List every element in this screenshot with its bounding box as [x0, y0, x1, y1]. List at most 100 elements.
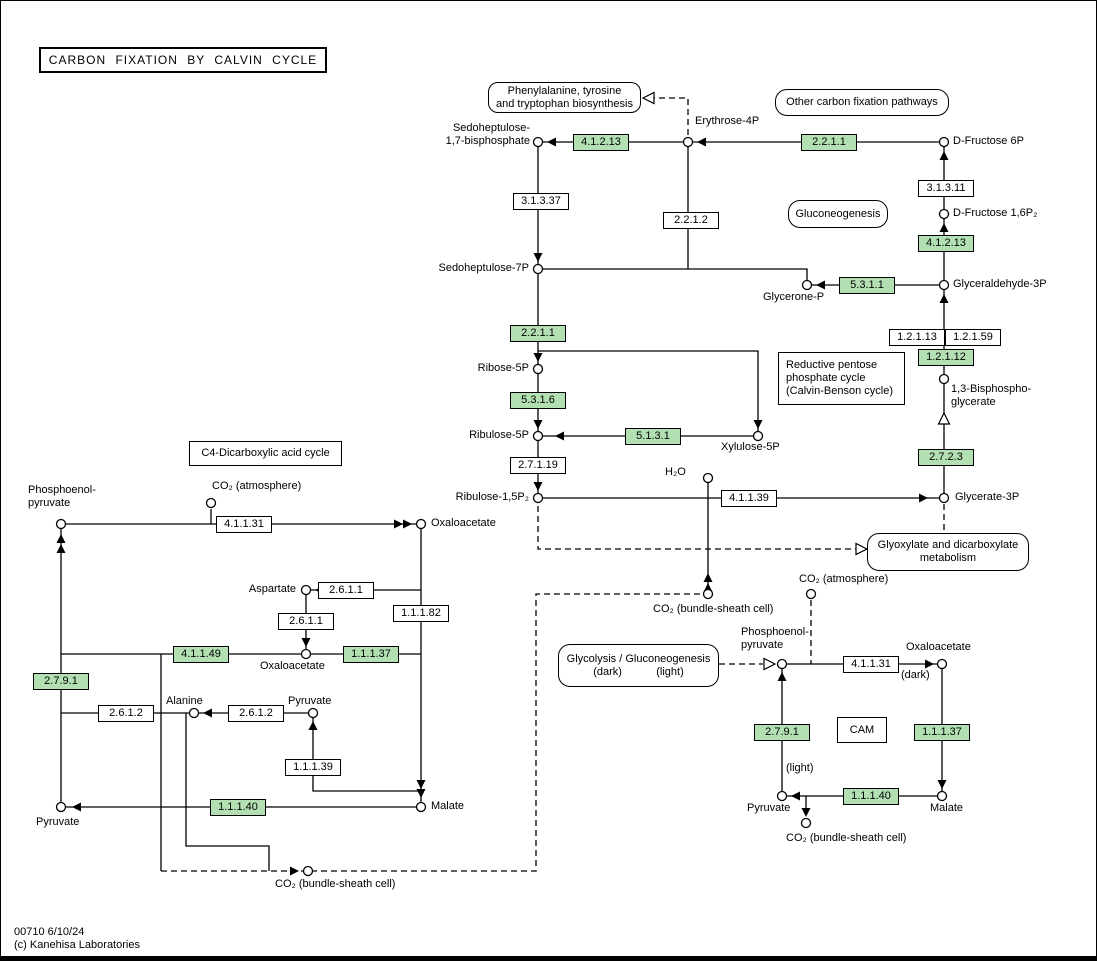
enzyme-1-1-1-40[interactable]: 1.1.1.40 — [843, 788, 899, 805]
compound-node[interactable] — [800, 817, 812, 829]
glycolysis-label: Glycolysis / Gluconeogenesis — [566, 652, 711, 665]
enzyme-1-1-1-82[interactable]: 1.1.1.82 — [393, 605, 449, 622]
compound-node[interactable] — [752, 430, 764, 442]
pathway-link-other-carbon-fixation[interactable]: Other carbon fixation pathways — [775, 89, 949, 116]
compound-label-pyruvate-2: Pyruvate — [288, 695, 332, 707]
arrowheads — [56, 137, 949, 876]
pathway-link-glyoxylate-dicarboxylate-metabolism[interactable]: Glyoxylate and dicarboxylate metabolism — [867, 533, 1029, 571]
enzyme-4-1-1-31[interactable]: 4.1.1.31 — [216, 516, 272, 533]
map-id-and-date: 00710 6/10/24 — [14, 926, 85, 938]
enzyme-2-2-1-1[interactable]: 2.2.1.1 — [510, 325, 566, 342]
compound-node[interactable] — [302, 865, 314, 877]
enzyme-2-2-1-1[interactable]: 2.2.1.1 — [801, 134, 857, 151]
enzyme-1-2-1-13[interactable]: 1.2.1.13 — [889, 329, 945, 346]
enzyme-4-1-1-31[interactable]: 4.1.1.31 — [843, 656, 899, 673]
compound-node[interactable] — [532, 263, 544, 275]
enzyme-2-6-1-1[interactable]: 2.6.1.1 — [278, 613, 334, 630]
enzyme-2-7-1-19[interactable]: 2.7.1.19 — [510, 457, 566, 474]
open-arrowheads — [641, 91, 951, 671]
compound-label-oxaloacetate-2: Oxaloacetate — [260, 660, 325, 672]
compound-node[interactable] — [938, 136, 950, 148]
glycolysis-modes: (dark) (light) — [559, 666, 718, 679]
glycolysis-light-label: (light) — [656, 665, 684, 678]
compound-label-oxaloacetate: Oxaloacetate — [431, 517, 496, 529]
compound-node[interactable] — [938, 373, 950, 385]
enzyme-5-3-1-1[interactable]: 5.3.1.1 — [839, 277, 895, 294]
compound-label-glyceraldehyde-3p: Glyceraldehyde-3P — [953, 278, 1047, 290]
compound-node[interactable] — [300, 584, 312, 596]
enzyme-1-1-1-37[interactable]: 1.1.1.37 — [343, 646, 399, 663]
compound-node[interactable] — [532, 363, 544, 375]
enzyme-2-6-1-2[interactable]: 2.6.1.2 — [98, 705, 154, 722]
compound-node[interactable] — [936, 658, 948, 670]
compound-node[interactable] — [188, 707, 200, 719]
compound-node[interactable] — [776, 658, 788, 670]
compound-label-pyruvate: Pyruvate — [36, 816, 80, 828]
compound-node[interactable] — [300, 648, 312, 660]
enzyme-2-7-2-3[interactable]: 2.7.2.3 — [918, 449, 974, 466]
compound-node[interactable] — [936, 790, 948, 802]
compound-label-malate-2: Malate — [930, 802, 964, 814]
compound-label-ribulose-5p: Ribulose-5P — [469, 429, 529, 441]
compound-node[interactable] — [415, 801, 427, 813]
compound-node[interactable] — [938, 492, 950, 504]
compound-node[interactable] — [532, 430, 544, 442]
enzyme-2-2-1-2[interactable]: 2.2.1.2 — [663, 212, 719, 229]
enzyme-3-1-3-11[interactable]: 3.1.3.11 — [918, 180, 974, 197]
enzyme-4-1-2-13[interactable]: 4.1.2.13 — [573, 134, 629, 151]
enzyme-1-2-1-59[interactable]: 1.2.1.59 — [945, 329, 1001, 346]
enzyme-3-1-3-37[interactable]: 3.1.3.37 — [513, 193, 569, 210]
annotation-c4-dicarboxylic-acid-cycle: C4-Dicarboxylic acid cycle — [189, 441, 342, 466]
enzyme-5-3-1-6[interactable]: 5.3.1.6 — [510, 392, 566, 409]
enzyme-4-1-1-39[interactable]: 4.1.1.39 — [721, 490, 777, 507]
enzyme-4-1-2-13[interactable]: 4.1.2.13 — [918, 235, 974, 252]
pathway-link-phe-tyr-trp-biosynthesis[interactable]: Phenylalanine, tyrosine and tryptophan b… — [488, 82, 641, 113]
pathway-link-gluconeogenesis[interactable]: Gluconeogenesis — [788, 200, 888, 228]
compound-node[interactable] — [776, 790, 788, 802]
enzyme-1-1-1-40[interactable]: 1.1.1.40 — [210, 799, 266, 816]
enzyme-2-7-9-1[interactable]: 2.7.9.1 — [754, 724, 810, 741]
compound-node[interactable] — [532, 492, 544, 504]
compound-label-sedoheptulose-17-bisphosphate: Sedoheptulose- 1,7-bisphosphate — [445, 122, 530, 147]
compound-node[interactable] — [307, 707, 319, 719]
compound-label-co2-bundle-sheath: CO₂ (bundle-sheath cell) — [275, 878, 396, 890]
compound-node[interactable] — [532, 136, 544, 148]
compound-node[interactable] — [205, 497, 217, 509]
compound-label-oxaloacetate-3: Oxaloacetate — [906, 641, 971, 653]
enzyme-1-1-1-37[interactable]: 1.1.1.37 — [914, 724, 970, 741]
compound-node[interactable] — [55, 801, 67, 813]
compound-node[interactable] — [805, 588, 817, 600]
compound-label-glycerone-p: Glycerone-P — [763, 291, 825, 303]
enzyme-1-2-1-12[interactable]: 1.2.1.12 — [918, 349, 974, 366]
compound-node[interactable] — [938, 279, 950, 291]
compound-label-malate: Malate — [431, 800, 465, 812]
glycolysis-dark-label: (dark) — [593, 665, 622, 678]
enzyme-2-6-1-1[interactable]: 2.6.1.1 — [318, 582, 374, 599]
label-light: (light) — [786, 762, 814, 774]
compound-node[interactable] — [702, 588, 714, 600]
compound-node[interactable] — [682, 136, 694, 148]
map-title-box: CARBON FIXATION BY CALVIN CYCLE — [39, 47, 327, 73]
compound-label-phosphoenolpyruvate-2: Phosphoenol- pyruvate — [741, 626, 809, 651]
compound-label-d-fructose-16p2: D-Fructose 1,6P₂ — [953, 207, 1038, 219]
compound-label-glycerate-3p: Glycerate-3P — [955, 491, 1020, 503]
compound-label-co2-atmosphere: CO₂ (atmosphere) — [212, 480, 302, 492]
enzyme-1-1-1-39[interactable]: 1.1.1.39 — [285, 759, 341, 776]
compound-node[interactable] — [415, 518, 427, 530]
compound-label-ribulose-15p2: Ribulose-1,5P₂ — [455, 491, 529, 503]
compound-node[interactable] — [702, 472, 714, 484]
enzyme-2-6-1-2[interactable]: 2.6.1.2 — [228, 705, 284, 722]
compound-label-13-bisphosphoglycerate: 1,3-Bisphospho- glycerate — [951, 383, 1032, 408]
compound-label-sedoheptulose-7p: Sedoheptulose-7P — [438, 262, 529, 274]
pathway-link-glycolysis-gluconeogenesis[interactable]: Glycolysis / Gluconeogenesis (dark) (lig… — [558, 644, 719, 687]
annotation-cam: CAM — [837, 717, 887, 743]
compound-node[interactable] — [55, 518, 67, 530]
compound-node[interactable] — [801, 279, 813, 291]
annotation-reductive-pentose-phosphate-cycle: Reductive pentose phosphate cycle (Calvi… — [778, 352, 905, 405]
enzyme-2-7-9-1[interactable]: 2.7.9.1 — [33, 673, 89, 690]
compound-node[interactable] — [938, 208, 950, 220]
enzyme-4-1-1-49[interactable]: 4.1.1.49 — [173, 646, 229, 663]
enzyme-5-1-3-1[interactable]: 5.1.3.1 — [625, 428, 681, 445]
